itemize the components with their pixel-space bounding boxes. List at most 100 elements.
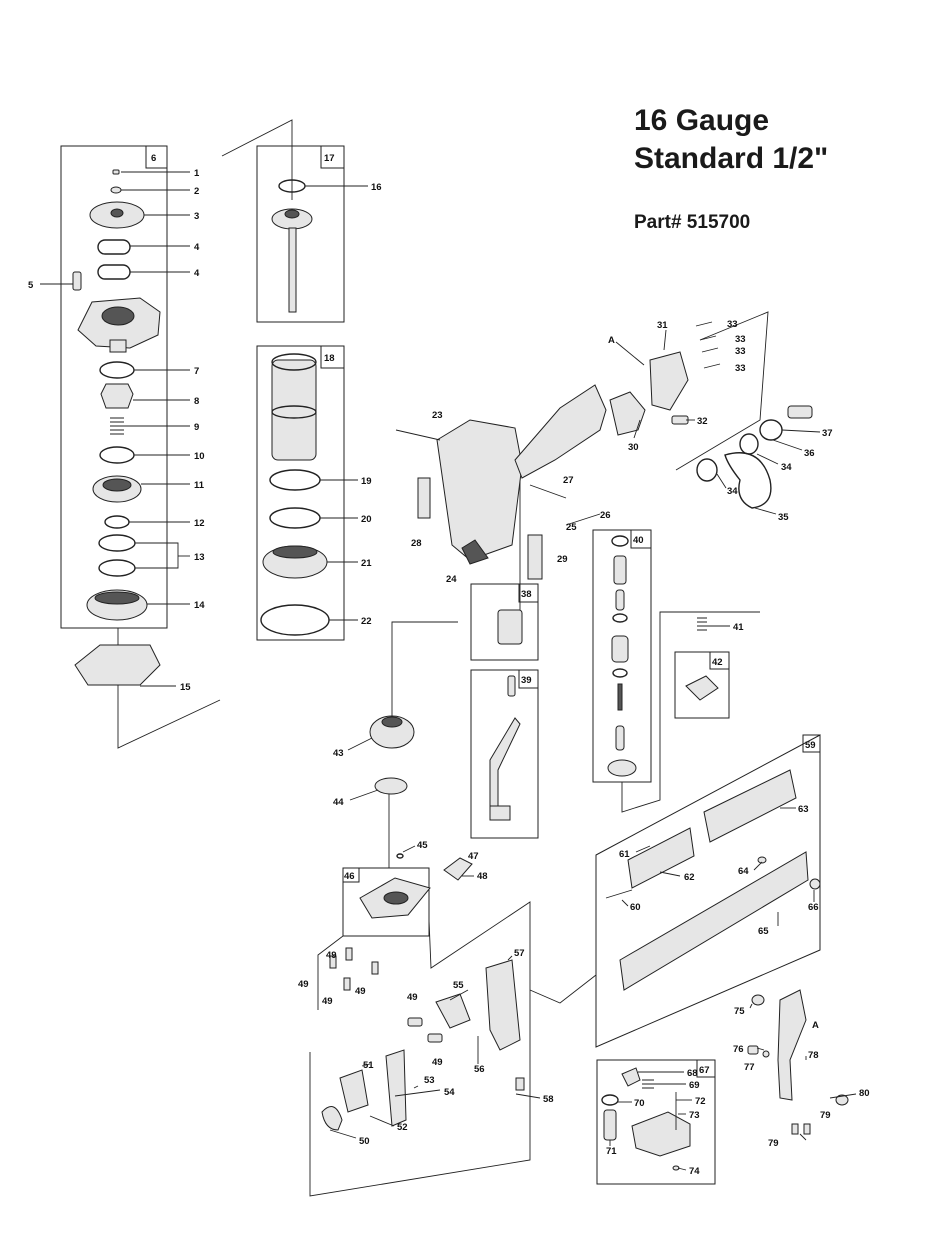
assembly-box-labels: 6 17 18 38 39 40 42 46 59 67 [151, 153, 816, 1076]
callout-69: 69 [689, 1080, 700, 1091]
callout-48: 48 [477, 871, 488, 882]
callout-2: 2 [194, 186, 199, 197]
callout-12: 12 [194, 518, 205, 529]
assembly-label-46: 46 [344, 871, 355, 882]
callout-4: 4 [194, 268, 200, 279]
callout-29: 29 [557, 554, 568, 565]
callout-49: 49 [322, 996, 333, 1007]
callout-13: 13 [194, 552, 205, 563]
callout-77: 77 [744, 1062, 755, 1073]
callout-70: 70 [634, 1098, 645, 1109]
callout-24: 24 [446, 574, 457, 585]
callout-49: 49 [355, 986, 366, 997]
magazine-parts [605, 769, 821, 991]
assembly-label-6: 6 [151, 153, 156, 164]
assembly-label-39: 39 [521, 675, 532, 686]
callout-49: 49 [298, 979, 309, 990]
callout-30: 30 [628, 442, 639, 453]
callout-75: 75 [734, 1006, 745, 1017]
diagram-title-gauge: 16 Gauge [634, 104, 770, 137]
callout-labels: 1 2 3 4 4 5 7 8 9 10 11 12 13 14 15 16 1… [28, 168, 870, 1177]
callout-21: 21 [361, 558, 372, 569]
callout-79: 79 [768, 1138, 779, 1149]
assembly-label-67: 67 [699, 1065, 710, 1076]
callout-27: 27 [563, 475, 574, 486]
callout-33: 33 [727, 319, 738, 330]
callout-34: 34 [781, 462, 792, 473]
callout-36: 36 [804, 448, 815, 459]
callout-51: 51 [363, 1060, 374, 1071]
diagram-title-standard: Standard 1/2" [634, 142, 829, 175]
callout-23: 23 [432, 410, 443, 421]
callout-47: 47 [468, 851, 479, 862]
callout-79: 79 [820, 1110, 831, 1121]
cap-assembly-parts [72, 169, 161, 686]
reference-A: A [608, 335, 615, 346]
callout-1: 1 [194, 168, 200, 179]
assembly-label-40: 40 [633, 535, 644, 546]
callout-41: 41 [733, 622, 744, 633]
callout-14: 14 [194, 600, 205, 611]
callout-26: 26 [600, 510, 611, 521]
callout-57: 57 [514, 948, 525, 959]
assembly-label-59: 59 [805, 740, 816, 751]
callout-65: 65 [758, 926, 769, 937]
callout-53: 53 [424, 1075, 435, 1086]
callout-33: 33 [735, 363, 746, 374]
callout-35: 35 [778, 512, 789, 523]
callout-16: 16 [371, 182, 382, 193]
callout-34: 34 [727, 486, 738, 497]
callout-15: 15 [180, 682, 191, 693]
part-number: Part# 515700 [634, 212, 751, 233]
callout-55: 55 [453, 980, 464, 991]
callout-33: 33 [735, 346, 746, 357]
callout-19: 19 [361, 476, 372, 487]
callout-60: 60 [630, 902, 641, 913]
latch-parts [601, 1067, 691, 1171]
callout-3: 3 [194, 211, 199, 222]
callout-63: 63 [798, 804, 809, 815]
reference-A: A [812, 1020, 819, 1031]
leader-lines [40, 171, 857, 1171]
callout-25: 25 [566, 522, 577, 533]
callout-49: 49 [326, 950, 337, 961]
callout-31: 31 [657, 320, 668, 331]
assembly-label-42: 42 [712, 657, 723, 668]
callout-71: 71 [606, 1146, 617, 1157]
callout-5: 5 [28, 280, 34, 291]
callout-11: 11 [194, 480, 205, 491]
assembly-label-38: 38 [521, 589, 532, 600]
callout-8: 8 [194, 396, 199, 407]
callout-68: 68 [687, 1068, 698, 1079]
cylinder-parts [260, 353, 330, 636]
housing-parts [395, 321, 813, 580]
callout-56: 56 [474, 1064, 485, 1075]
callout-62: 62 [684, 872, 695, 883]
callout-28: 28 [411, 538, 422, 549]
callout-52: 52 [397, 1122, 408, 1133]
callout-33: 33 [735, 334, 746, 345]
bracket-parts [747, 989, 849, 1135]
callout-22: 22 [361, 616, 372, 627]
callout-66: 66 [808, 902, 819, 913]
assembly-label-17: 17 [324, 153, 335, 164]
callout-10: 10 [194, 451, 205, 462]
callout-76: 76 [733, 1044, 744, 1055]
callout-50: 50 [359, 1136, 370, 1147]
callout-78: 78 [808, 1050, 819, 1061]
callout-72: 72 [695, 1096, 706, 1107]
callout-32: 32 [697, 416, 708, 427]
callout-49: 49 [407, 992, 418, 1003]
callout-20: 20 [361, 514, 372, 525]
callout-54: 54 [444, 1087, 455, 1098]
callout-4: 4 [194, 242, 200, 253]
callout-43: 43 [333, 748, 344, 759]
assembly-label-18: 18 [324, 353, 335, 364]
callout-37: 37 [822, 428, 833, 439]
callout-73: 73 [689, 1110, 700, 1121]
valve-trigger-parts [489, 535, 719, 821]
callout-7: 7 [194, 366, 199, 377]
callout-9: 9 [194, 422, 199, 433]
